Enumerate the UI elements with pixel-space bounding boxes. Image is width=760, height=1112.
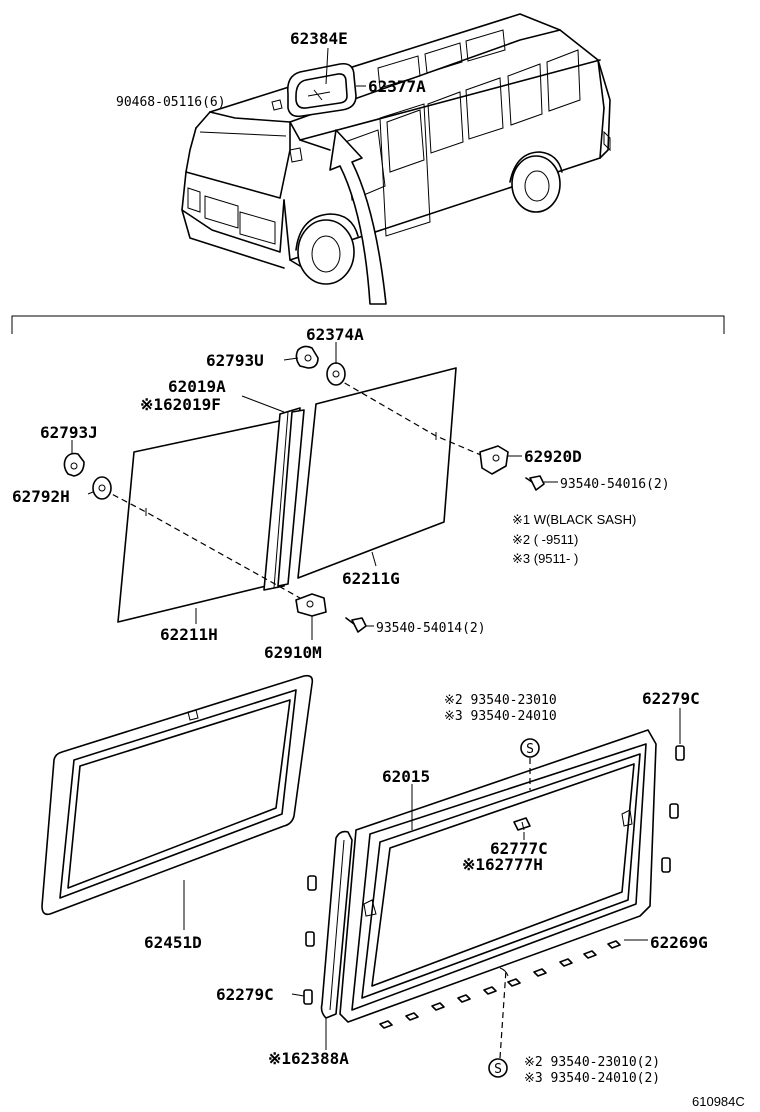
note-2: ※2 ( -9511) bbox=[512, 532, 578, 547]
assembly-line-lower bbox=[103, 489, 301, 599]
label-62384E: 62384E bbox=[290, 29, 348, 48]
label-90468-05116: 90468-05116(6) bbox=[116, 95, 226, 110]
screw-mark-bottom: S bbox=[488, 969, 508, 1078]
weatherstrip-62388A bbox=[320, 830, 353, 1019]
label-62279C-left: 62279C bbox=[216, 985, 274, 1004]
screw-54016 bbox=[525, 475, 545, 491]
clip-62777C bbox=[513, 817, 531, 831]
latch-62910M bbox=[295, 593, 327, 617]
clip-62793U bbox=[295, 345, 319, 369]
screw-54014 bbox=[345, 617, 367, 633]
label-62910M: 62910M bbox=[264, 643, 322, 662]
label-62211H: 62211H bbox=[160, 625, 218, 644]
clip-62792H bbox=[92, 476, 112, 500]
channel-62019F bbox=[277, 409, 305, 587]
label-62374A: 62374A bbox=[306, 325, 364, 344]
label-62451D: 62451D bbox=[144, 933, 202, 952]
glass-62211H bbox=[117, 419, 285, 623]
label-62269G: 62269G bbox=[650, 933, 708, 952]
figure-code: 610984C bbox=[692, 1094, 745, 1109]
screw-mark-top-text: S bbox=[526, 742, 534, 757]
pads-62269G bbox=[379, 940, 621, 1029]
leaders-lower bbox=[291, 708, 681, 1050]
note-3: ※3 (9511- ) bbox=[512, 551, 578, 566]
label-62777H: ※162777H bbox=[462, 855, 543, 874]
leader-62384E bbox=[325, 47, 329, 85]
section-bracket bbox=[11, 315, 725, 334]
label-93540-54016: 93540-54016(2) bbox=[560, 477, 670, 492]
screw-mark-top: S bbox=[520, 738, 540, 790]
location-arrow bbox=[329, 129, 387, 305]
label-93540-54014: 93540-54014(2) bbox=[376, 621, 486, 636]
label-62377A: 62377A bbox=[368, 77, 426, 96]
frame-62015 bbox=[339, 729, 657, 1023]
label-62279C-top: 62279C bbox=[642, 689, 700, 708]
van-illustration bbox=[181, 13, 611, 285]
label-62792H: 62792H bbox=[12, 487, 70, 506]
blocks-62279C bbox=[303, 745, 685, 1005]
label-62019A: 62019A bbox=[168, 377, 226, 396]
roof-hatch-part bbox=[271, 62, 357, 118]
clip-62793J bbox=[63, 452, 85, 477]
label-62388A: ※162388A bbox=[268, 1049, 349, 1068]
label-62777C: 62777C bbox=[490, 839, 548, 858]
label-93540-23010-bottom: ※2 93540-23010(2) bbox=[524, 1055, 660, 1070]
label-62793U: 62793U bbox=[206, 351, 264, 370]
label-93540-24010-top: ※3 93540-24010 bbox=[444, 709, 557, 724]
label-62211G: 62211G bbox=[342, 569, 400, 588]
latch-62920D bbox=[479, 445, 509, 475]
label-62015: 62015 bbox=[382, 767, 430, 786]
frame-62451D bbox=[41, 674, 314, 916]
label-62920D: 62920D bbox=[524, 447, 582, 466]
label-93540-24010-bottom: ※3 93540-24010(2) bbox=[524, 1071, 660, 1086]
label-93540-23010-top: ※2 93540-23010 bbox=[444, 693, 557, 708]
note-1: ※1 W(BLACK SASH) bbox=[512, 512, 636, 527]
screw-mark-bottom-text: S bbox=[494, 1062, 502, 1077]
glass-62211G bbox=[297, 367, 457, 579]
clip-62374A bbox=[326, 362, 346, 386]
label-62019F: ※162019F bbox=[140, 395, 221, 414]
leaders-upper bbox=[71, 342, 558, 640]
label-62793J: 62793J bbox=[40, 423, 98, 442]
